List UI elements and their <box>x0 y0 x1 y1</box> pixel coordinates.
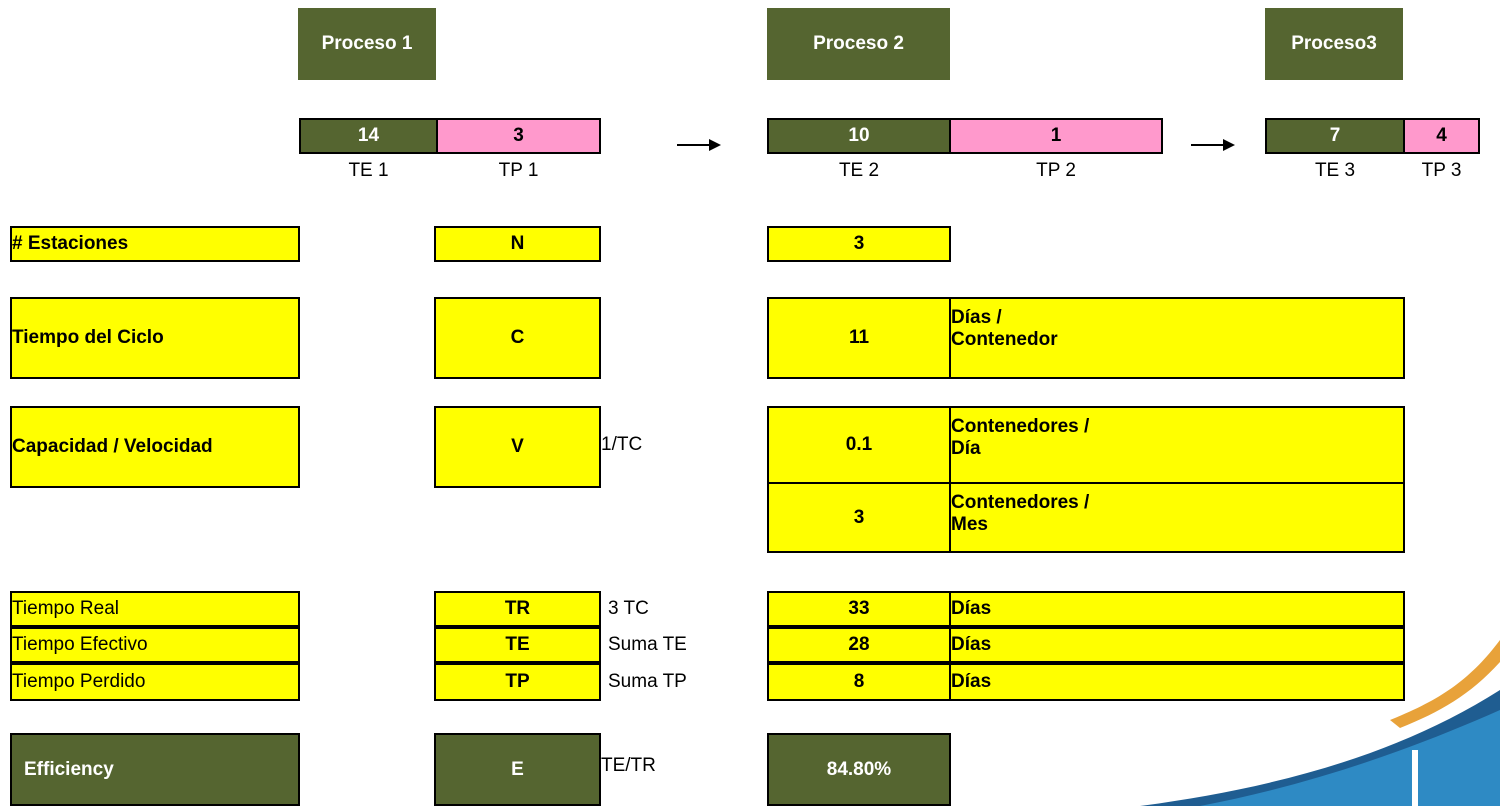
tp1-value: 3 <box>436 118 601 154</box>
capacidad-value-2: 3 <box>767 482 951 553</box>
efectivo-label: Tiempo Efectivo <box>10 627 300 663</box>
arrow-shaft <box>1191 144 1223 146</box>
process-2-header: Proceso 2 <box>767 8 950 80</box>
real-formula: 3 TC <box>608 598 649 619</box>
swoosh-light <box>1200 710 1500 806</box>
efficiency-formula: TE/TR <box>601 755 656 776</box>
capacidad-unit-2-line2: Mes <box>951 514 988 535</box>
process-3-header: Proceso3 <box>1265 8 1403 80</box>
efficiency-label: Efficiency <box>10 733 300 806</box>
ciclo-unit-line1: Días / <box>951 307 1002 328</box>
swoosh-white-stripe <box>1412 750 1418 806</box>
ciclo-value: 11 <box>767 297 951 379</box>
efectivo-symbol: TE <box>434 627 601 663</box>
arrow-head <box>709 139 721 151</box>
flow-arrow-2 <box>1191 139 1235 151</box>
capacidad-unit-1-line2: Día <box>951 438 981 459</box>
efectivo-unit: Días <box>949 627 1405 663</box>
capacidad-unit-2-line1: Contenedores / <box>951 492 1090 513</box>
tp2-value: 1 <box>949 118 1163 154</box>
process-1-header: Proceso 1 <box>298 8 436 80</box>
capacidad-label: Capacidad / Velocidad <box>10 406 300 488</box>
te1-value: 14 <box>299 118 438 154</box>
estaciones-value: 3 <box>767 226 951 262</box>
real-symbol: TR <box>434 591 601 627</box>
decorative-swoosh <box>1140 640 1500 806</box>
flow-arrow-1 <box>677 139 721 151</box>
capacidad-unit-1: Contenedores / Día <box>949 406 1405 484</box>
efficiency-value: 84.80% <box>767 733 951 806</box>
arrow-shaft <box>677 144 709 146</box>
te3-label: TE 3 <box>1314 160 1356 181</box>
perdido-value: 8 <box>767 663 951 701</box>
real-unit: Días <box>949 591 1405 627</box>
te3-value: 7 <box>1265 118 1405 154</box>
estaciones-label: # Estaciones <box>10 226 300 262</box>
te1-label: TE 1 <box>348 160 389 181</box>
ciclo-unit: Días / Contenedor <box>949 297 1405 379</box>
perdido-unit: Días <box>949 663 1405 701</box>
ciclo-symbol: C <box>434 297 601 379</box>
tp3-label: TP 3 <box>1421 160 1462 181</box>
swoosh-orange <box>1390 640 1500 728</box>
capacidad-value-1: 0.1 <box>767 406 951 484</box>
real-value: 33 <box>767 591 951 627</box>
arrow-head <box>1223 139 1235 151</box>
perdido-label: Tiempo Perdido <box>10 663 300 701</box>
efectivo-value: 28 <box>767 627 951 663</box>
tp3-value: 4 <box>1403 118 1480 154</box>
capacidad-formula: 1/TC <box>601 434 643 455</box>
real-label: Tiempo Real <box>10 591 300 627</box>
tp1-label: TP 1 <box>498 160 539 181</box>
capacidad-unit-2: Contenedores / Mes <box>949 482 1405 553</box>
estaciones-symbol: N <box>434 226 601 262</box>
perdido-symbol: TP <box>434 663 601 701</box>
capacidad-symbol: V <box>434 406 601 488</box>
capacidad-unit-1-line1: Contenedores / <box>951 416 1090 437</box>
te2-label: TE 2 <box>838 160 880 181</box>
tp2-label: TP 2 <box>1036 160 1076 181</box>
efficiency-symbol: E <box>434 733 601 806</box>
te2-value: 10 <box>767 118 951 154</box>
ciclo-unit-line2: Contenedor <box>951 329 1058 350</box>
perdido-formula: Suma TP <box>608 671 687 692</box>
ciclo-label: Tiempo del Ciclo <box>10 297 300 379</box>
efectivo-formula: Suma TE <box>608 634 687 655</box>
